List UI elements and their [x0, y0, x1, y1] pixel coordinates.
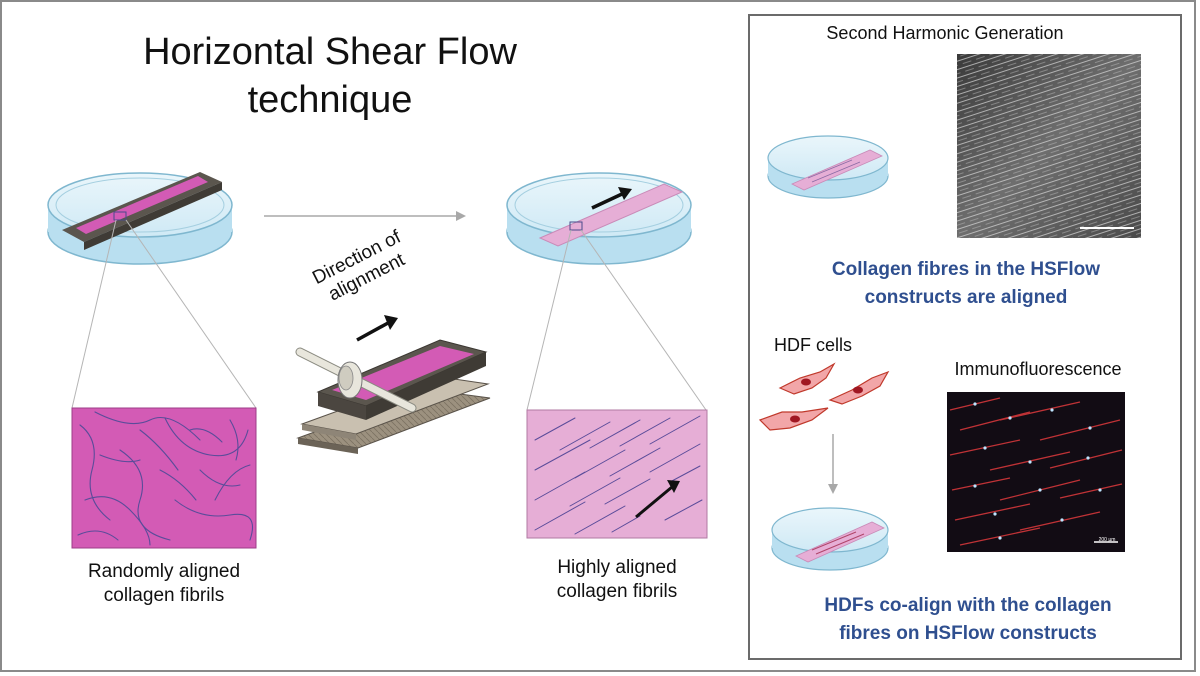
immunofluorescence-micrograph — [947, 392, 1125, 552]
main-title: Horizontal Shear Flow technique — [120, 28, 540, 124]
shg-statement-line2: constructs are aligned — [864, 287, 1068, 308]
shg-dish — [767, 135, 889, 199]
zoom-line-left-aligned — [526, 229, 572, 411]
process-arrow — [264, 211, 466, 221]
direction-arrow — [356, 315, 398, 342]
right-petri-dish — [506, 172, 692, 265]
hdf-statement: HDFs co-align with the collagen fibres o… — [758, 592, 1178, 648]
zoom-line-right — [125, 219, 257, 409]
shg-statement-line1: Collagen fibres in the HSFlow — [831, 259, 1101, 280]
shg-micrograph — [957, 54, 1141, 238]
results-panel — [748, 14, 1182, 660]
shg-statement: Collagen fibres in the HSFlow constructs… — [766, 256, 1166, 312]
zoom-line-right-aligned — [580, 229, 707, 411]
shg-label: Second Harmonic Generation — [826, 23, 1064, 43]
main-title-line1: Horizontal Shear Flow — [143, 31, 517, 73]
zoom-region-box-aligned — [569, 221, 583, 231]
random-caption: Randomly aligned collagen fibrils — [64, 560, 264, 608]
random-caption-line1: Randomly aligned — [87, 561, 241, 582]
aligned-caption-line1: Highly aligned — [557, 557, 677, 578]
seeding-arrow — [828, 434, 838, 494]
if-label: Immunofluorescence — [954, 359, 1122, 379]
zoom-line-left — [71, 219, 117, 409]
hdf-label: HDF cells — [773, 335, 852, 355]
random-caption-line2: collagen fibrils — [103, 585, 225, 606]
pdms-frame-with-collagen — [62, 172, 222, 250]
shear-flow-apparatus — [295, 339, 491, 454]
aligned-caption: Highly aligned collagen fibrils — [517, 556, 717, 604]
hdf-dish — [771, 507, 889, 571]
aligned-caption-line2: collagen fibrils — [556, 581, 678, 602]
random-fibrils-image — [71, 407, 257, 549]
hdf-statement-line2: fibres on HSFlow constructs — [839, 623, 1097, 644]
hdf-statement-line1: HDFs co-align with the collagen — [824, 595, 1112, 616]
zoom-region-box — [113, 211, 127, 221]
main-title-line2: technique — [247, 79, 413, 121]
scale-bar-label: 200 µm — [1098, 537, 1116, 543]
hdf-cells-illustration — [758, 362, 890, 431]
aligned-fibrils-image — [526, 409, 708, 539]
